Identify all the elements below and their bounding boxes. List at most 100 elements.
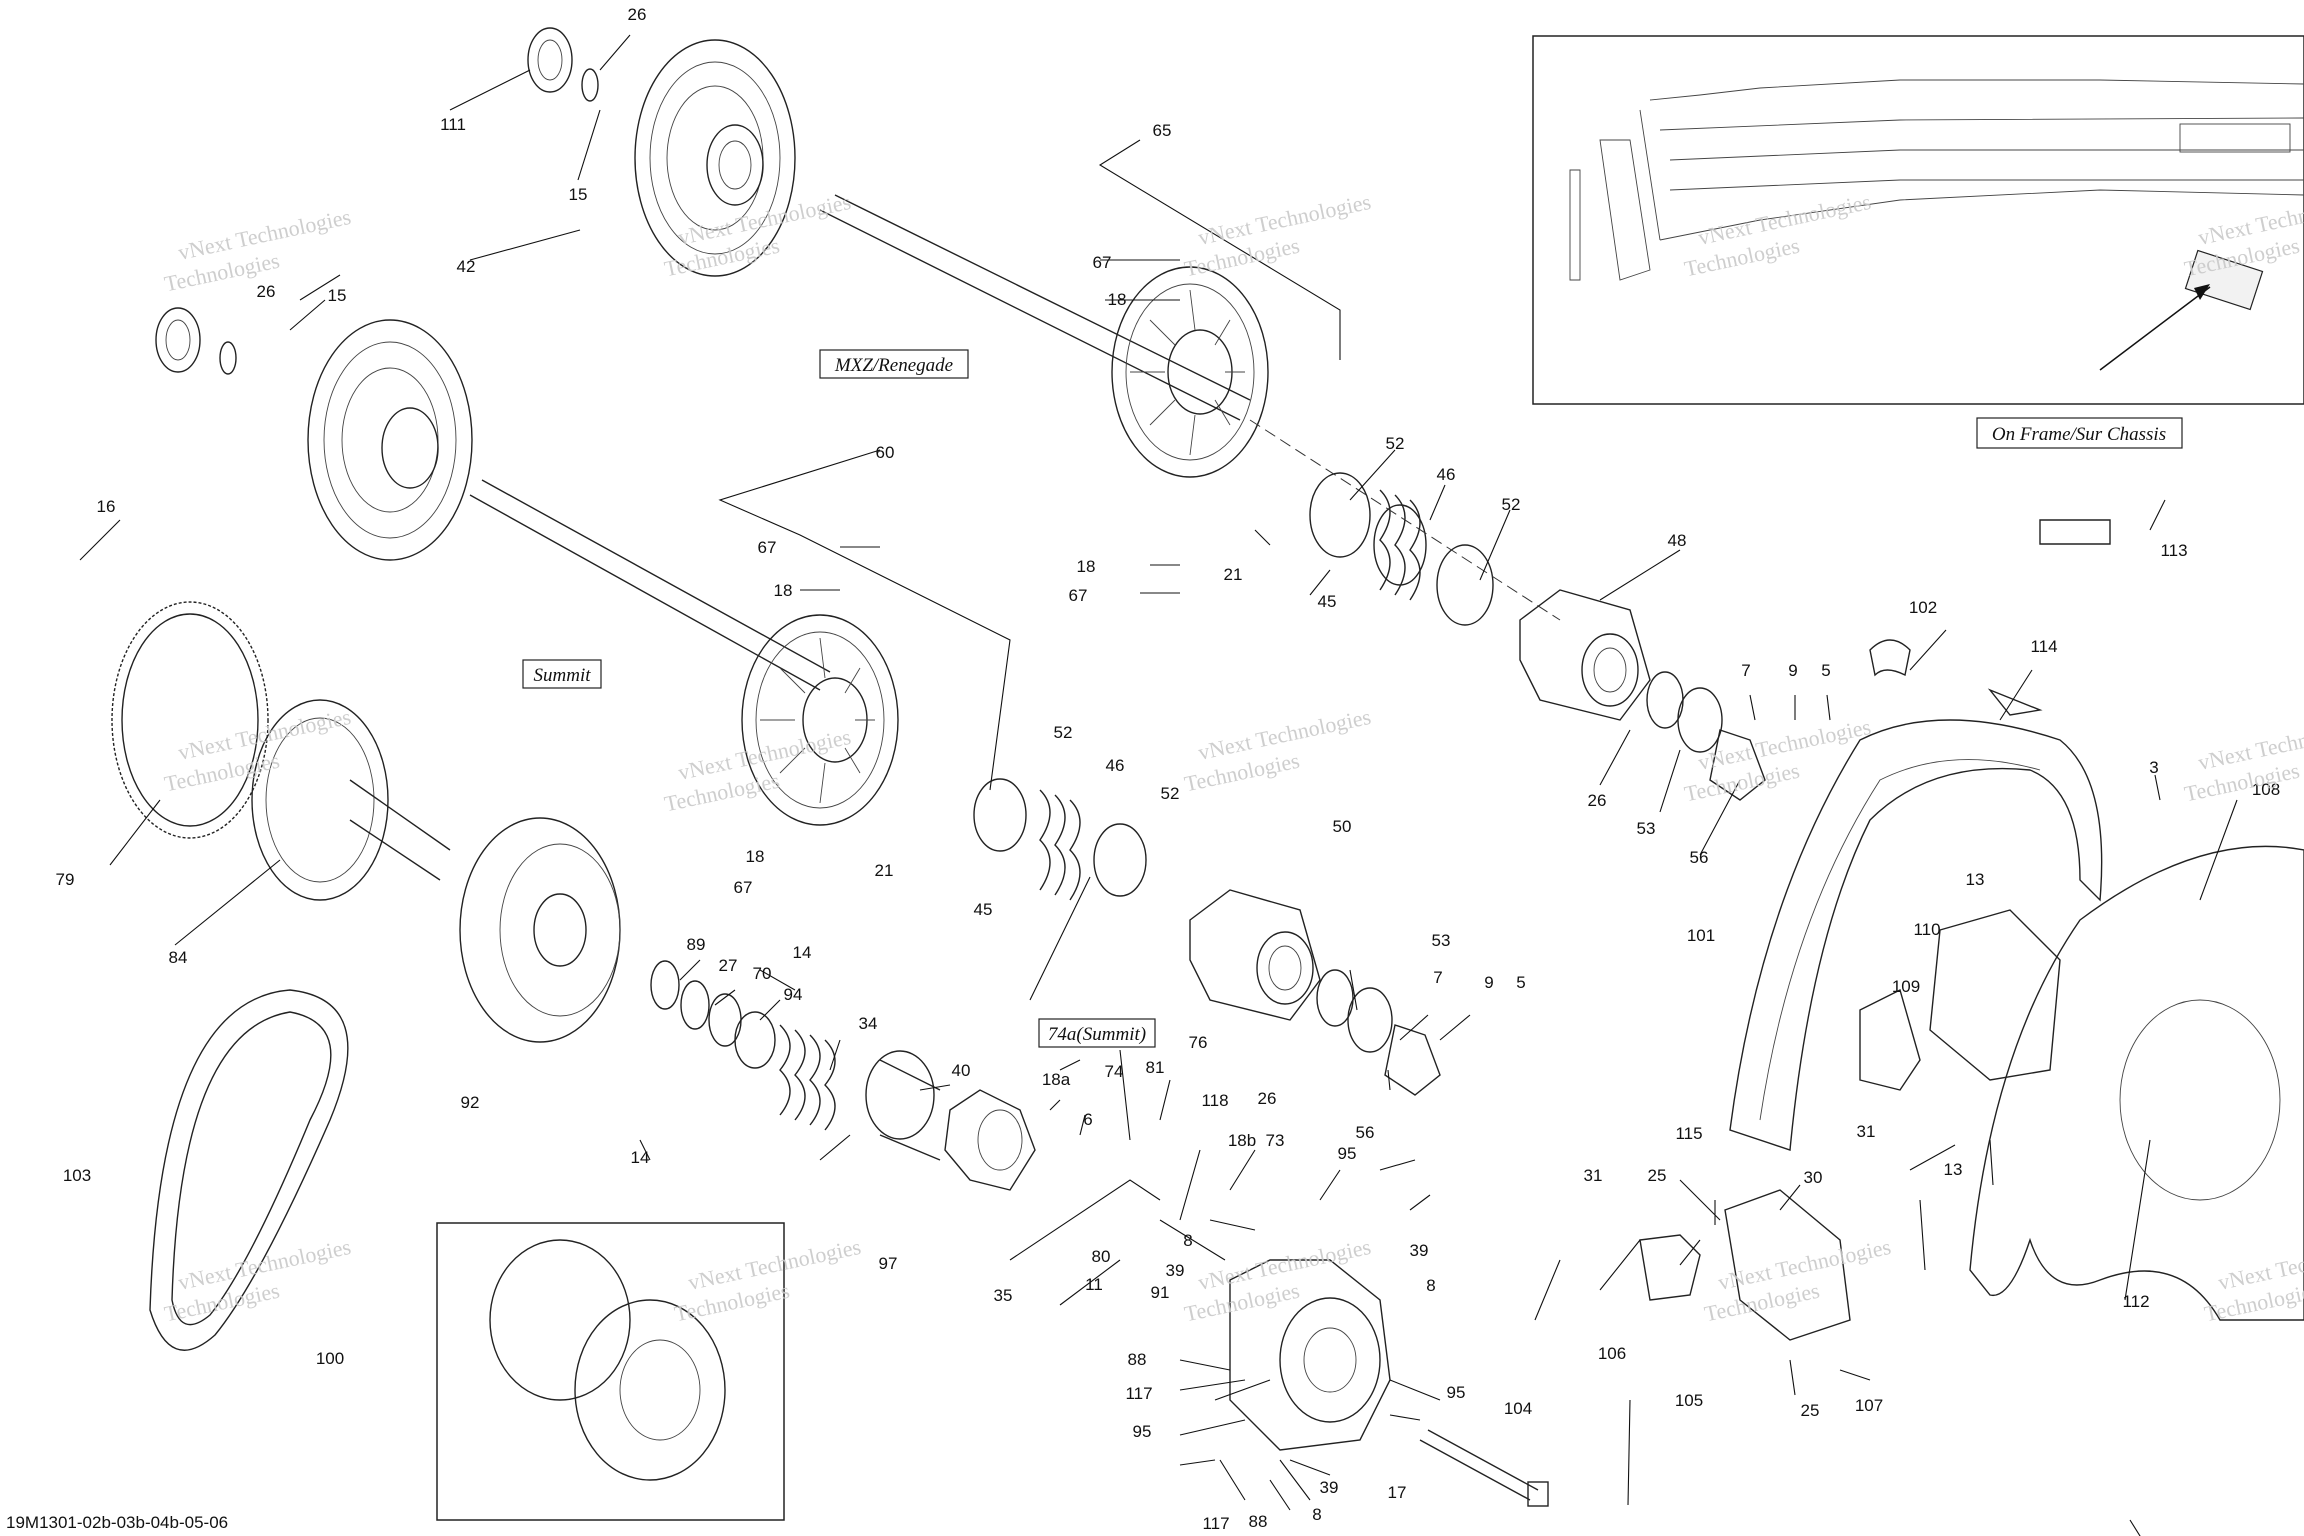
callout-15: 15 [569,185,588,204]
callout-18a: 18a [1042,1070,1071,1089]
frame-inset [1532,35,2304,405]
callout-39: 39 [1320,1478,1339,1497]
callout-76: 76 [1189,1033,1208,1052]
callout-42: 42 [457,257,476,276]
callout-39: 39 [1166,1261,1185,1280]
callout-95: 95 [1338,1144,1357,1163]
callout-48: 48 [1668,531,1687,550]
callout-91: 91 [1151,1283,1170,1302]
callout-104: 104 [1504,1399,1532,1418]
callout-53: 53 [1637,819,1656,838]
callout-102: 102 [1909,598,1937,617]
callout-56: 56 [1690,848,1709,867]
callout-52: 52 [1054,723,1073,742]
callout-111: 111 [440,115,466,134]
drive-components [111,601,1549,1521]
label-mxz-renegade: MXZ/Renegade [834,355,953,376]
callout-18: 18 [1077,557,1096,576]
callout-13: 13 [1944,1160,1963,1179]
middle-pulley-shaft [155,307,1147,901]
callout-95: 95 [1133,1422,1152,1441]
callout-52: 52 [1386,434,1405,453]
callout-3: 3 [2149,758,2158,777]
callout-26: 26 [1258,1089,1277,1108]
callout-45: 45 [974,900,993,919]
callout-60: 60 [876,443,895,462]
callout-106: 106 [1598,1344,1626,1363]
callout-115: 115 [1675,1124,1702,1143]
callout-100: 100 [316,1349,344,1368]
callout-9: 9 [1788,661,1797,680]
callout-74: 74 [1105,1062,1124,1081]
callout-52: 52 [1502,495,1521,514]
callout-8: 8 [1183,1231,1192,1250]
callout-30: 30 [1804,1168,1823,1187]
callout-81: 81 [1146,1058,1165,1077]
callout-73: 73 [1266,1131,1285,1150]
callout-26: 26 [1588,791,1607,810]
callout-65: 65 [1153,121,1172,140]
callout-108: 108 [2252,780,2280,799]
diagram-id: 19M1301-02b-03b-04b-05-06 [6,1513,228,1532]
callout-67: 67 [758,538,777,557]
label-summit: Summit [534,665,592,686]
callout-53: 53 [1432,931,1451,950]
callout-18: 18 [746,847,765,866]
label-on-frame: On Frame/Sur Chassis [1992,424,2166,445]
upper-pulley-shaft [527,27,1561,626]
callout-107: 107 [1855,1396,1883,1415]
callout-114: 114 [2030,637,2057,656]
callout-94: 94 [784,985,803,1004]
callout-5: 5 [1821,661,1830,680]
boxed-labels: MXZ/Renegade Summit 74a(Summit) On Frame… [522,349,2183,1048]
callout-26: 26 [628,5,647,24]
callout-52: 52 [1161,784,1180,803]
callout-80: 80 [1092,1247,1111,1266]
callout-25: 25 [1801,1401,1820,1420]
callout-27: 27 [719,956,738,975]
leader-lines [79,34,2238,1536]
callout-21: 21 [875,861,894,880]
callout-7: 7 [1741,661,1750,680]
callout-31: 31 [1584,1166,1603,1185]
callout-89: 89 [687,935,706,954]
callout-95: 95 [1447,1383,1466,1402]
callout-110: 110 [1913,920,1940,939]
callout-5: 5 [1516,973,1525,992]
callout-9: 9 [1484,973,1493,992]
callout-46: 46 [1106,756,1125,775]
label-74a-summit: 74a(Summit) [1048,1024,1146,1045]
callout-103: 103 [63,1166,91,1185]
callout-40: 40 [952,1061,971,1080]
belt-guards [1639,519,2304,1341]
callout-97: 97 [879,1254,898,1273]
callout-21: 21 [1224,565,1243,584]
callout-14: 14 [793,943,812,962]
callout-70: 70 [753,964,772,983]
callout-16: 16 [97,497,116,516]
callout-25: 25 [1648,1166,1667,1185]
callout-14: 14 [631,1148,650,1167]
callout-67: 67 [734,878,753,897]
callout-112: 112 [2122,1292,2149,1311]
callout-18b: 18b [1228,1131,1256,1150]
callout-46: 46 [1437,465,1456,484]
callout-13: 13 [1966,870,1985,889]
part-callouts: 111 26 15 42 26 15 16 79 84 65 67 18 60 … [56,5,2281,1533]
callout-101: 101 [1687,926,1715,945]
bearing-housings [1189,589,1766,1096]
callout-8: 8 [1426,1276,1435,1295]
callout-67: 67 [1093,253,1112,272]
callout-45: 45 [1318,592,1337,611]
callout-31: 31 [1857,1122,1876,1141]
callout-18: 18 [774,581,793,600]
callout-17: 17 [1388,1483,1407,1502]
callout-88: 88 [1128,1350,1147,1369]
callout-67: 67 [1069,586,1088,605]
callout-8: 8 [1312,1505,1321,1524]
callout-117: 117 [1202,1514,1229,1533]
callout-109: 109 [1892,977,1920,996]
callout-105: 105 [1675,1391,1703,1410]
callout-113: 113 [2160,541,2187,560]
callout-56: 56 [1356,1123,1375,1142]
